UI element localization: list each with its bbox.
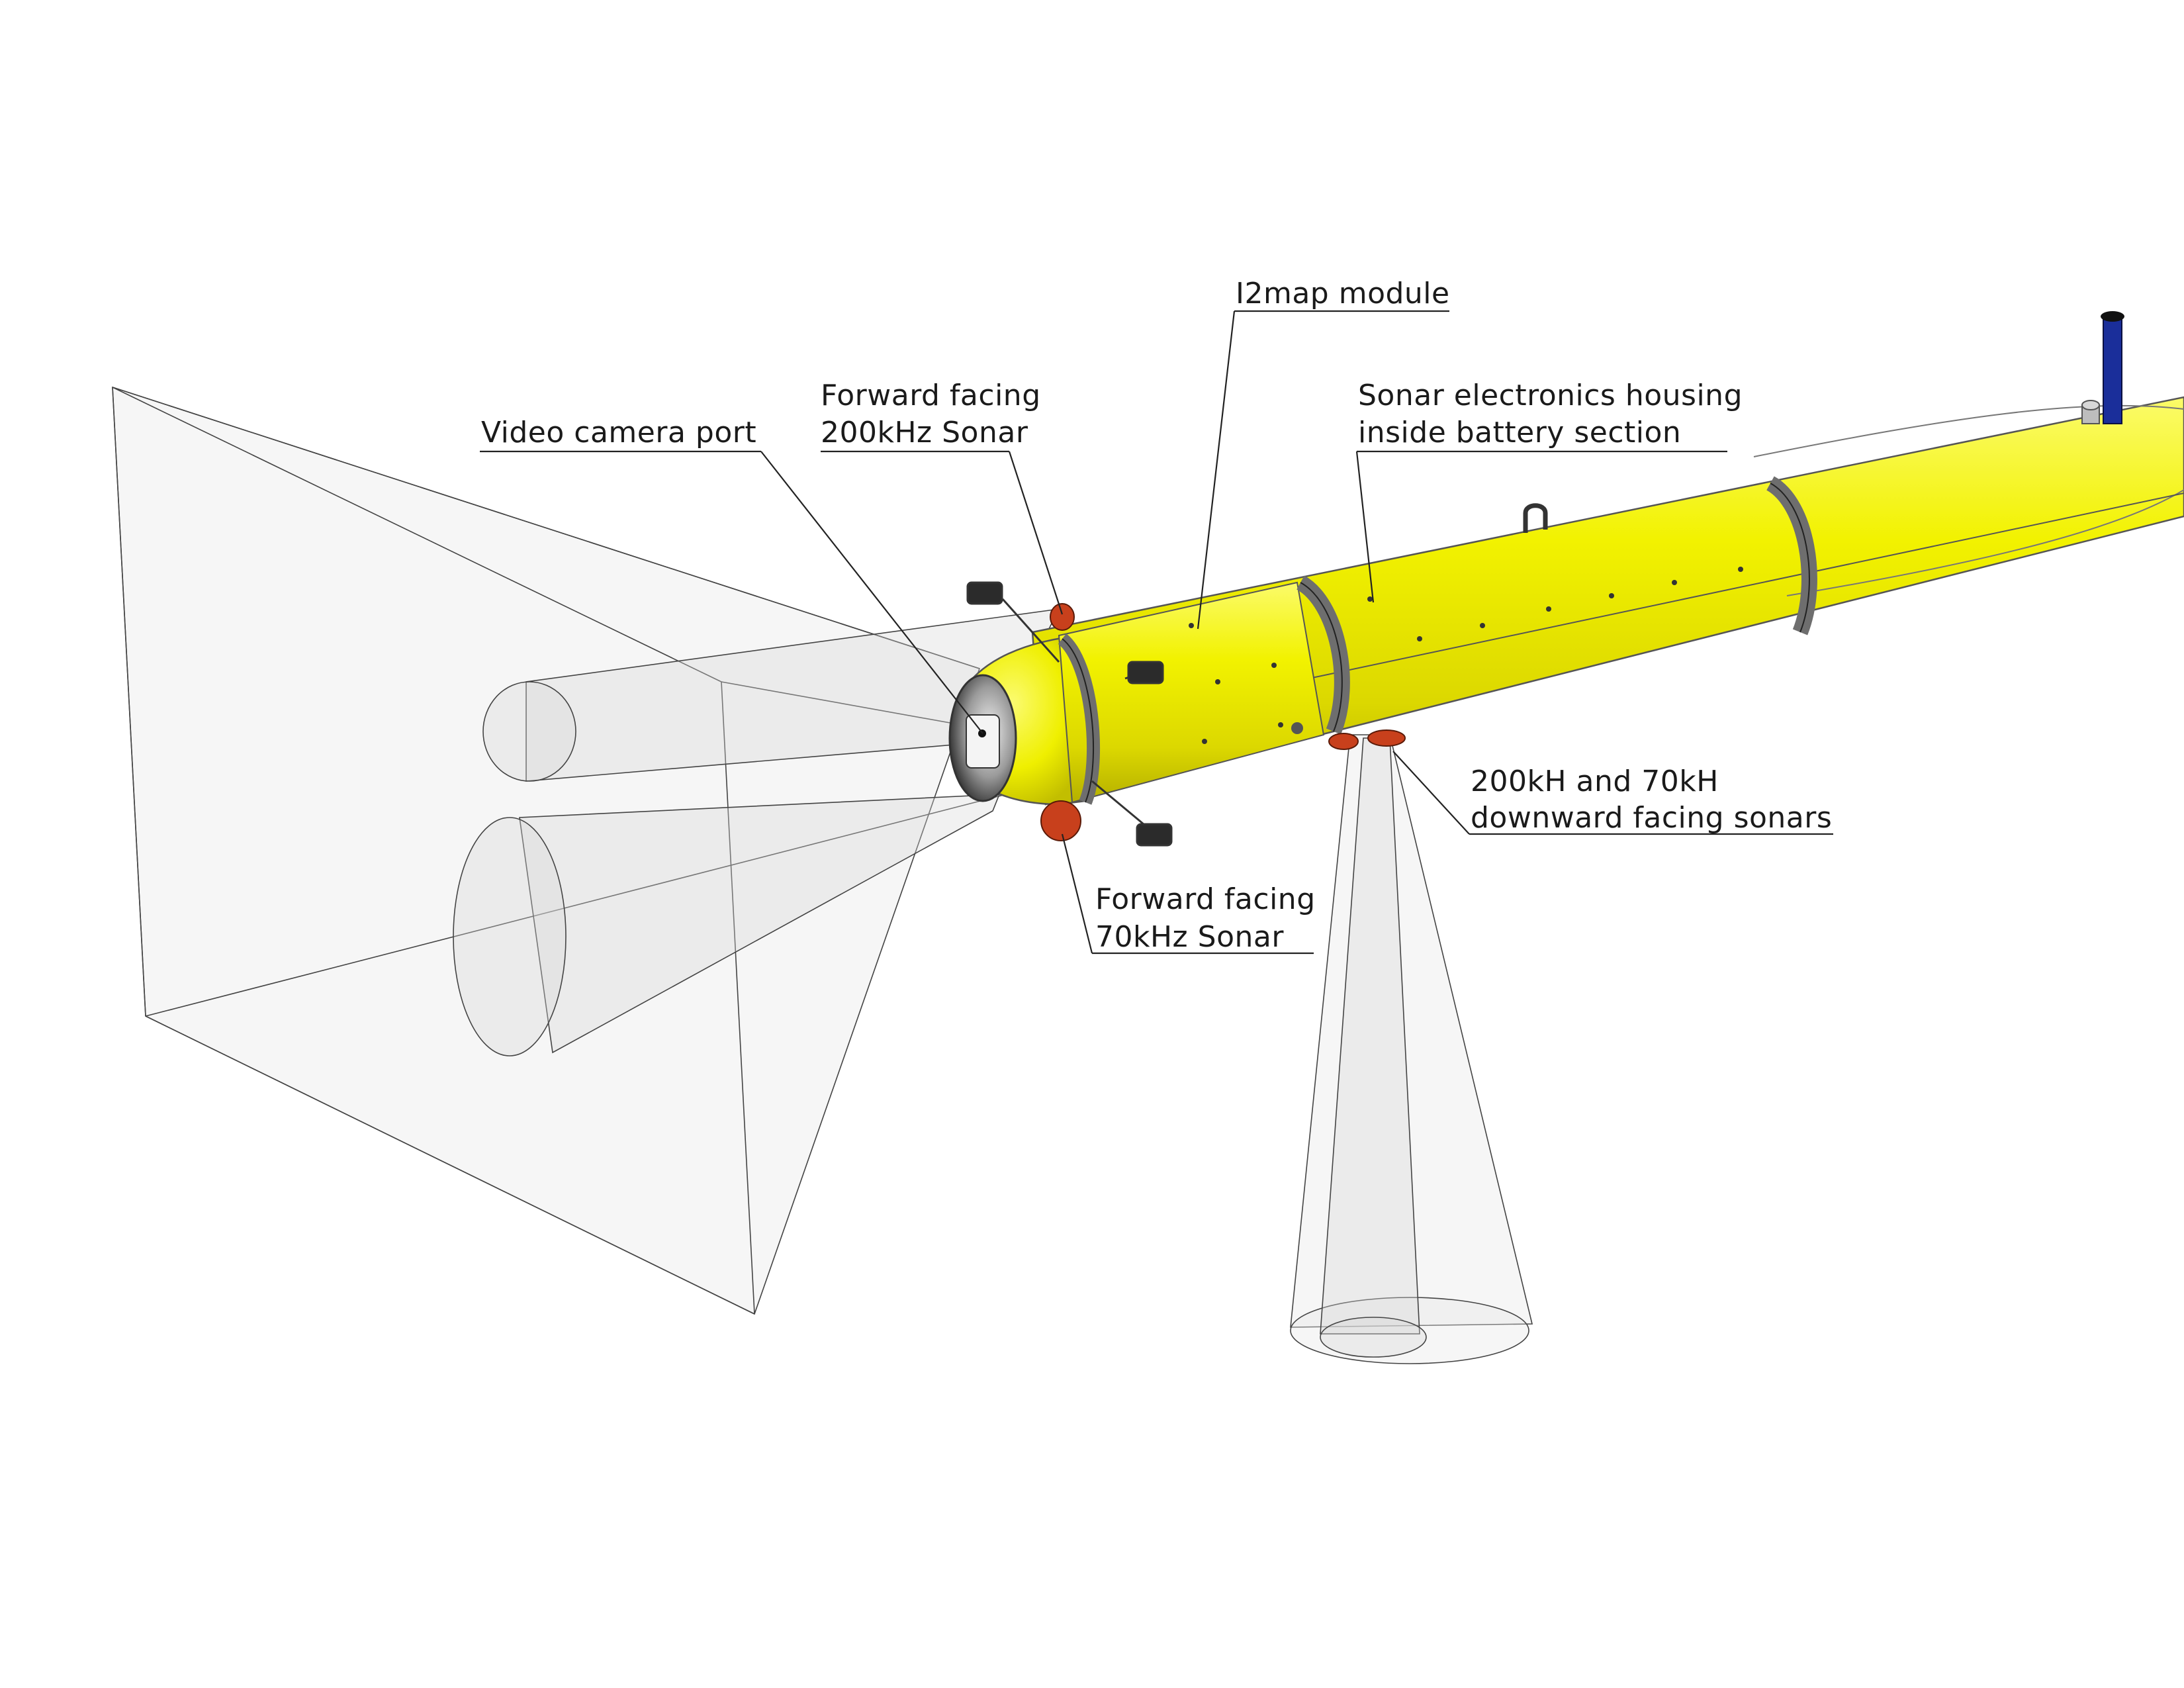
downward-beam-volumes [1290,734,1533,1364]
label-forward-200khz-line2: 200kHz Sonar [821,416,1028,449]
labels: Video camera port Forward facing 200kHz … [481,277,1832,954]
label-forward-200khz-line1: Forward facing [821,379,1041,412]
label-sonar-electronics-line2: inside battery section [1358,416,1681,449]
forward-70khz-transducer [1040,800,1081,841]
label-sonar-electronics-line1: Sonar electronics housing [1358,379,1743,412]
hull-joint-bands [1058,476,1817,805]
leader-lines [480,310,1833,955]
label-forward-70khz-line1: Forward facing [1095,882,1316,916]
hull-ports [1189,567,1743,744]
downward-beam-wide-cone-end [1290,1297,1529,1364]
video-camera-port-icon [966,714,1000,769]
label-downward-sonars-line1: 200kH and 70kH [1471,765,1719,798]
downward-beam-narrow-cone-end [1320,1317,1427,1358]
label-i2map-module: I2map module [1236,277,1450,310]
label-forward-70khz-line2: 70kHz Sonar [1095,920,1284,954]
label-video-camera-port: Video camera port [481,416,756,449]
i2map-module-body [1058,581,1325,804]
downward-70khz-transducer [1367,729,1406,747]
forward-beam-lower-cone [519,794,1001,1054]
lift-handle-icon [1523,503,1548,533]
forward-beam-volumes [112,386,1060,1315]
antenna-mast-icon [2101,311,2124,424]
gps-dome-icon [2081,400,2100,424]
camera-strut-pods [966,581,1173,847]
label-downward-sonars-line2: downward facing sonars [1471,801,1832,835]
forward-beam-lower-cone-end [453,817,567,1056]
sonar-transducer-icon [1040,603,1406,841]
auv-vehicle [948,311,2184,847]
forward-beam-upper-cone-end [482,681,576,782]
forward-200khz-transducer [1050,603,1075,631]
downward-200khz-transducer [1328,733,1359,750]
